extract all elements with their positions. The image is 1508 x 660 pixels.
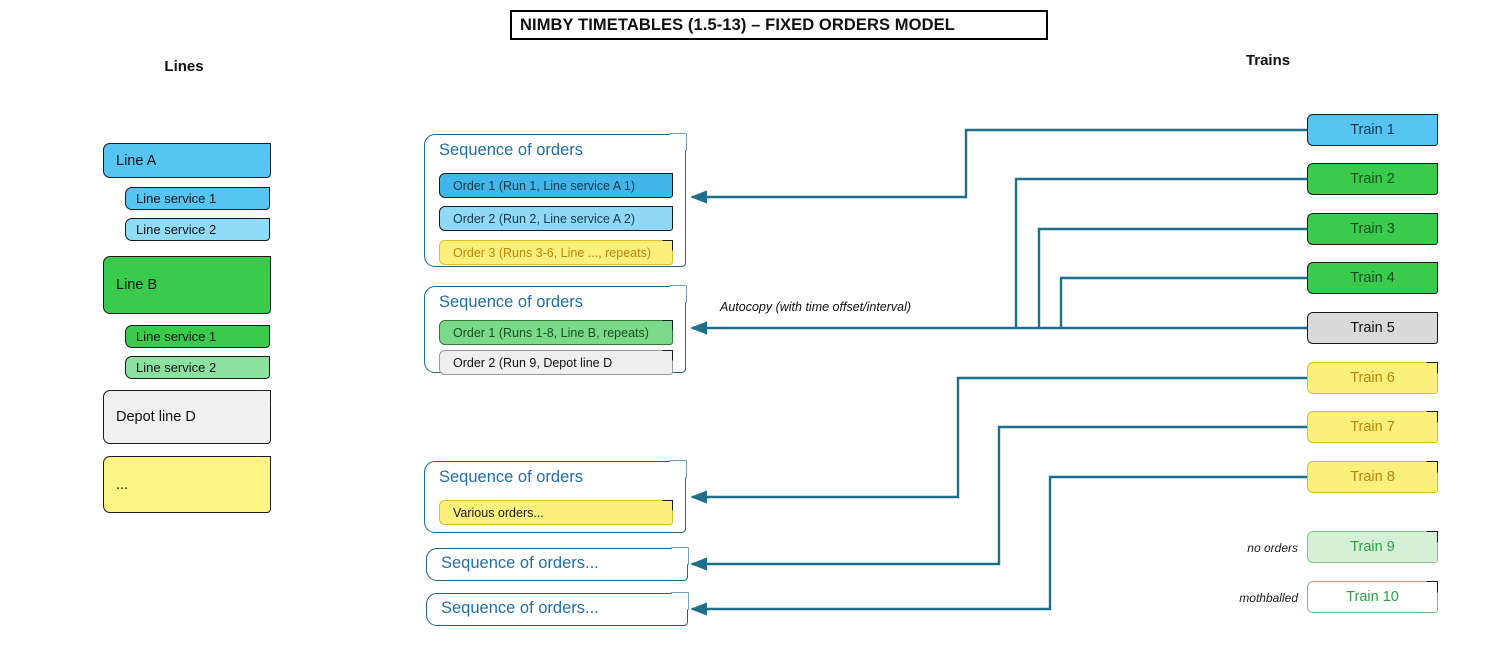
order-label: Order 2 (Run 9, Depot line D [453,355,613,370]
line-service-label: Line service 2 [136,222,217,237]
diagram-title: NIMBY TIMETABLES (1.5-13) – FIXED ORDERS… [520,15,955,34]
train-box-10[interactable]: Train 10 [1307,581,1438,613]
train-label: Train 10 [1346,589,1399,605]
order-row[interactable]: Order 2 (Run 2, Line service A 2) [439,206,673,231]
line-service-box-b1[interactable]: Line service 1 [125,325,270,348]
order-row[interactable]: Order 3 (Runs 3-6, Line ..., repeats) [439,240,673,265]
autocopy-annotation: Autocopy (with time offset/interval) [720,300,912,314]
trains-column-heading: Trains [1245,52,1291,69]
train-box-5[interactable]: Train 5 [1307,312,1438,344]
train-label: Train 2 [1350,171,1395,187]
train-box-8[interactable]: Train 8 [1307,461,1438,493]
sequence-title: Sequence of orders... [441,554,599,572]
line-box-depot-line-d[interactable]: Depot line D [103,390,271,444]
line-service-label: Line service 2 [136,360,217,375]
train-label: Train 1 [1350,122,1395,138]
sequence-of-orders-5[interactable]: Sequence of orders... [426,593,688,626]
train-box-6[interactable]: Train 6 [1307,362,1438,394]
line-label: Line B [116,277,158,293]
line-service-label: Line service 1 [136,329,217,344]
order-row[interactable]: Order 2 (Run 9, Depot line D [439,350,673,375]
order-row[interactable]: Order 1 (Run 1, Line service A 1) [439,173,673,198]
order-row[interactable]: Order 1 (Runs 1-8, Line B, repeats) [439,320,673,345]
sequence-of-orders-4[interactable]: Sequence of orders... [426,548,688,581]
line-service-box-a1[interactable]: Line service 1 [125,187,270,210]
line-label: Line A [116,152,157,169]
sequence-of-orders-2[interactable]: Sequence of orders Order 1 (Runs 1-8, Li… [424,286,686,375]
order-label: Order 1 (Run 1, Line service A 1) [453,178,636,193]
line-service-label: Line service 1 [136,191,217,206]
lines-column-heading: Lines [164,58,204,75]
train-9-status-note: no orders [1247,541,1298,555]
order-row[interactable]: Various orders... [439,500,673,525]
train-label: Train 6 [1350,370,1395,386]
order-label: Order 2 (Run 2, Line service A 2) [453,211,636,226]
train-10-status-note: mothballed [1239,591,1298,605]
line-label: Depot line D [116,409,196,425]
sequence-of-orders-1[interactable]: Sequence of orders Order 1 (Run 1, Line … [424,134,686,267]
line-service-box-a2[interactable]: Line service 2 [125,218,270,241]
order-label: Various orders... [453,505,544,520]
train-label: Train 5 [1350,320,1395,336]
train-box-1[interactable]: Train 1 [1307,114,1438,146]
line-label: ... [116,476,129,493]
order-label: Order 1 (Runs 1-8, Line B, repeats) [453,325,649,340]
diagram-title-box: NIMBY TIMETABLES (1.5-13) – FIXED ORDERS… [510,10,1048,40]
train-box-7[interactable]: Train 7 [1307,411,1438,443]
line-box-line-a[interactable]: Line A [103,143,271,178]
train-label: Train 9 [1350,539,1395,555]
train-label: Train 8 [1350,469,1395,485]
sequence-of-orders-3[interactable]: Sequence of orders Various orders... [424,461,686,533]
sequence-title: Sequence of orders... [441,599,599,617]
train-box-3[interactable]: Train 3 [1307,213,1438,245]
line-box-more[interactable]: ... [103,456,271,513]
train-box-2[interactable]: Train 2 [1307,163,1438,195]
order-label: Order 3 (Runs 3-6, Line ..., repeats) [453,245,652,260]
train-label: Train 7 [1350,419,1395,435]
train-label: Train 4 [1350,270,1395,286]
sequence-title: Sequence of orders [439,141,584,159]
train-box-9[interactable]: Train 9 [1307,531,1438,563]
line-box-line-b[interactable]: Line B [103,256,271,314]
line-service-box-b2[interactable]: Line service 2 [125,356,270,379]
sequence-title: Sequence of orders [439,468,584,486]
sequence-title: Sequence of orders [439,293,584,311]
train-box-4[interactable]: Train 4 [1307,262,1438,294]
train-label: Train 3 [1350,221,1395,237]
